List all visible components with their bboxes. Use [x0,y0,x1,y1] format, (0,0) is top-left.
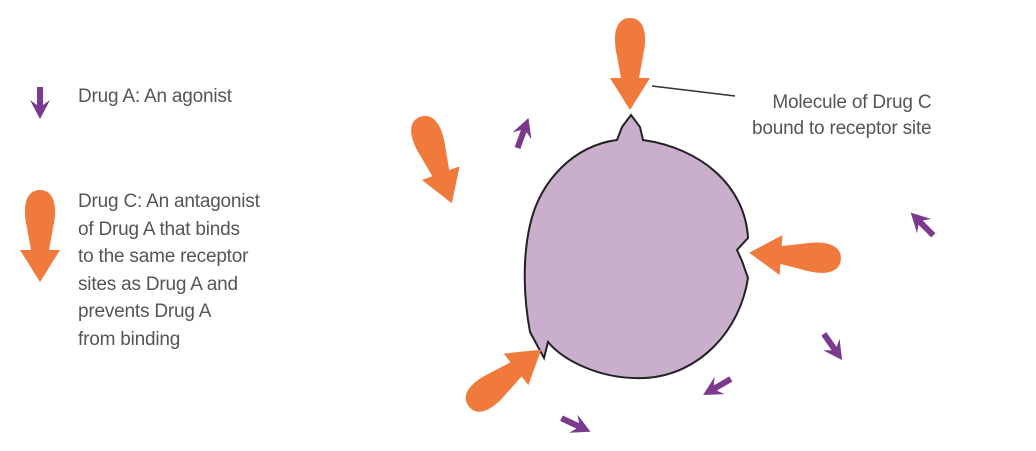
free-agonist-5 [557,409,594,441]
free-agonist-3 [816,328,851,366]
legend-antagonist-icon [20,190,60,282]
free-agonist-2 [904,206,941,243]
free-agonist-4 [698,370,736,403]
target-cell [525,115,748,378]
legend-agonist-arrow-icon [30,87,50,119]
free-agonist-1 [508,115,538,152]
legend-drug-a-label: Drug A: An agonist [78,84,232,109]
free-antagonist [401,110,470,210]
bound-antagonist-right [748,233,843,279]
callout-leader-line [652,86,735,96]
legend-drug-c-label: Drug C: An antagonist of Drug A that bin… [78,188,260,353]
callout-label: Molecule of Drug C bound to receptor sit… [752,90,931,142]
bound-antagonist-top [610,18,650,110]
